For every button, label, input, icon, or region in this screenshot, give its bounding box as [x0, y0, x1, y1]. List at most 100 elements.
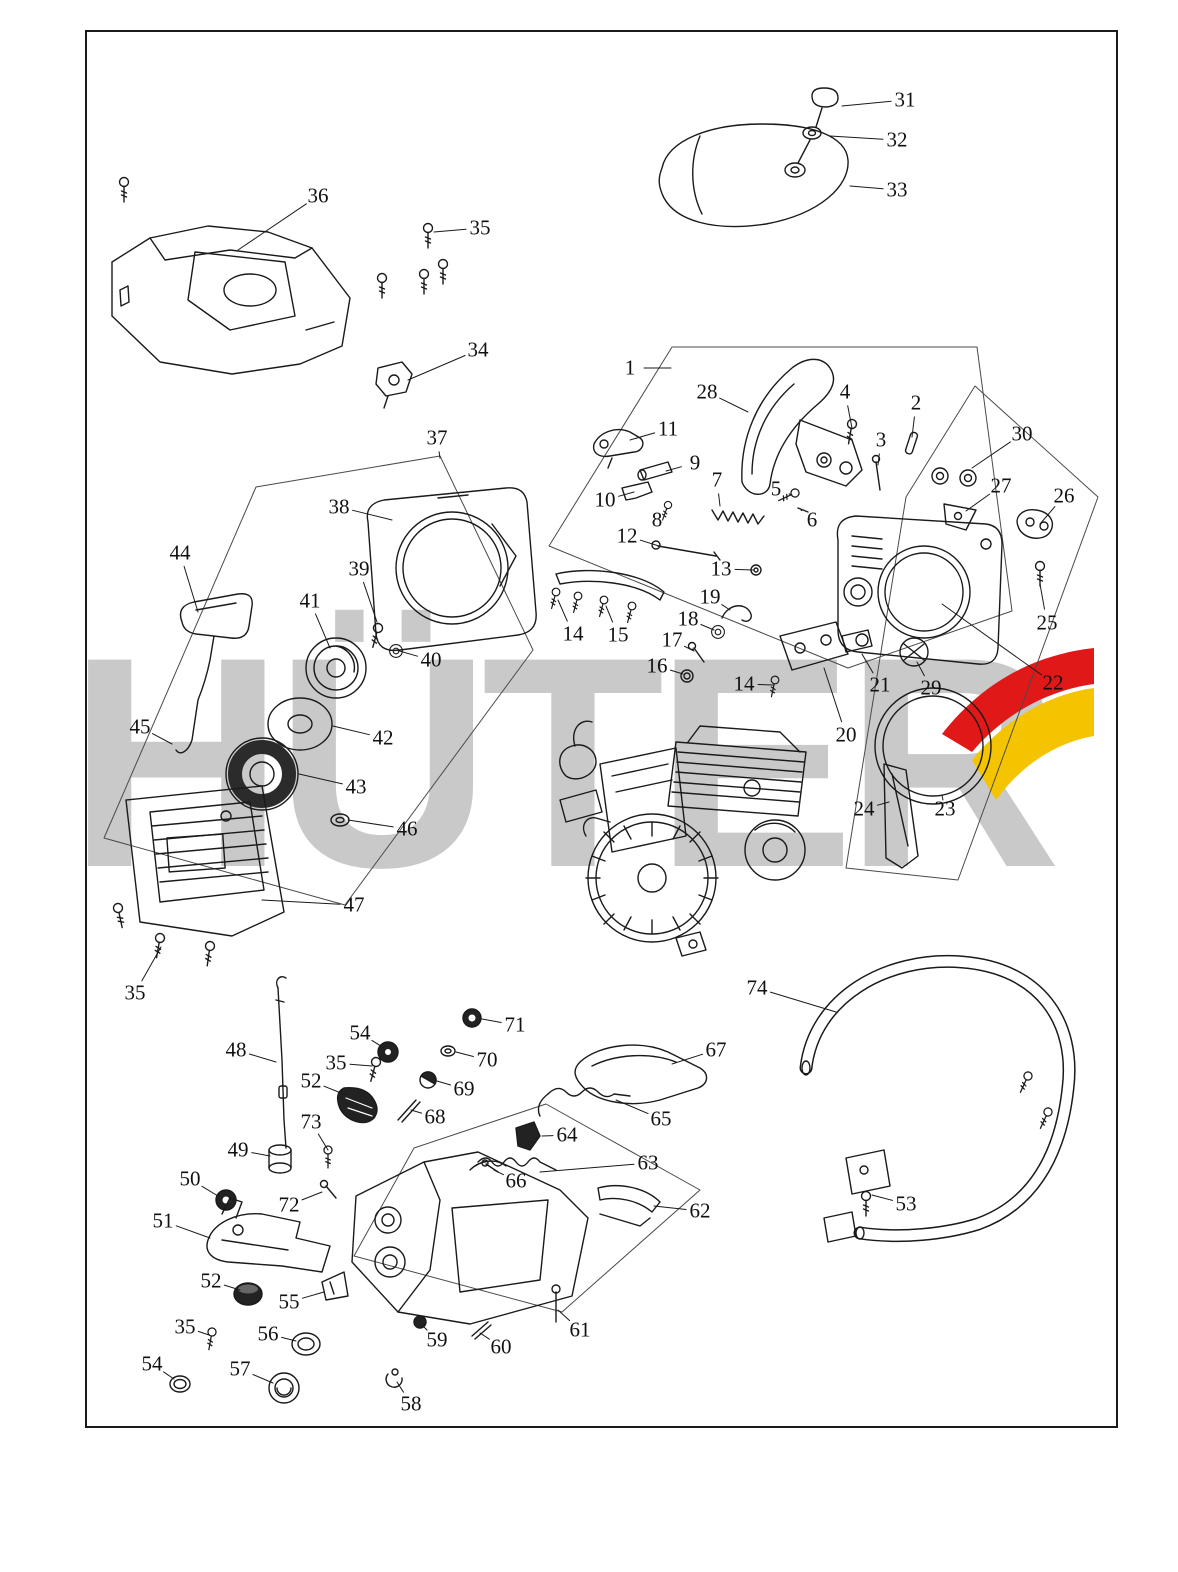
part-label-52: 52: [200, 1268, 222, 1293]
part-label-55: 55: [278, 1289, 300, 1314]
part-label-19: 19: [699, 584, 721, 609]
spring-63-drawing: [477, 1157, 557, 1171]
starter-cover-drawing: [125, 785, 285, 937]
part-label-16: 16: [646, 653, 668, 678]
part-label-23: 23: [934, 796, 956, 821]
part-label-29: 29: [920, 675, 942, 700]
filter-cover-67-drawing: [574, 1044, 708, 1105]
part-label-59: 59: [426, 1327, 448, 1352]
part-label-61: 61: [569, 1317, 591, 1342]
part-label-53: 53: [895, 1191, 917, 1216]
part-label-54: 54: [349, 1020, 371, 1045]
part-label-9: 9: [689, 450, 701, 475]
part-label-27: 27: [990, 473, 1012, 498]
part-label-63: 63: [637, 1150, 659, 1175]
part-label-57: 57: [229, 1356, 251, 1381]
washer-32-drawing: [797, 126, 822, 164]
engine-drawing: [559, 720, 807, 957]
part-label-34: 34: [467, 337, 489, 362]
screw-61-drawing: [551, 1284, 561, 1323]
part-label-7: 7: [711, 467, 723, 492]
part-label-64: 64: [556, 1122, 578, 1147]
choke-lever-drawing: [375, 361, 413, 409]
starter-pulley-drawing: [305, 637, 367, 699]
bracket-27-drawing: [943, 503, 977, 531]
part-label-71: 71: [504, 1012, 526, 1037]
pin-9-drawing: [637, 461, 673, 481]
part-label-35: 35: [174, 1314, 196, 1339]
part-label-72: 72: [278, 1192, 300, 1217]
part-label-47: 47: [343, 892, 365, 917]
handlebar-drawing: [799, 954, 1076, 1243]
pin-60-drawing: [471, 1321, 492, 1340]
pin-6-drawing: [797, 507, 809, 513]
clutch-drum-23-drawing: [874, 687, 992, 805]
pin-2-drawing: [904, 431, 919, 455]
tank-cap-drawing: [811, 87, 839, 128]
part-label-11: 11: [657, 416, 679, 441]
part-label-33: 33: [886, 177, 908, 202]
part-label-14: 14: [733, 671, 755, 696]
leader-lines: [141, 100, 1056, 1393]
clip-58-drawing: [385, 1368, 403, 1388]
fuel-tank-drawing: [351, 1151, 589, 1325]
part-label-1: 1: [624, 355, 636, 380]
part-label-6: 6: [806, 507, 818, 532]
part-label-32: 32: [886, 127, 908, 152]
part-label-26: 26: [1053, 483, 1075, 508]
washer-69-drawing: [419, 1071, 437, 1089]
part-label-50: 50: [179, 1166, 201, 1191]
plate-20-drawing: [779, 621, 849, 671]
part-label-25: 25: [1036, 610, 1058, 635]
part-label-20: 20: [835, 722, 857, 747]
bracket-10-drawing: [621, 481, 653, 501]
part-label-62: 62: [689, 1198, 711, 1223]
part-label-73: 73: [300, 1109, 322, 1134]
part-label-68: 68: [424, 1104, 446, 1129]
crankcase-cover-drawing: [836, 515, 1003, 665]
part-label-67: 67: [705, 1037, 727, 1062]
part-label-65: 65: [650, 1106, 672, 1131]
part-label-46: 46: [396, 816, 418, 841]
bolt-12-drawing: [651, 540, 721, 561]
side-cover-33-drawing: [658, 123, 849, 228]
pin-3-drawing: [871, 454, 881, 491]
buffer-52-drawing: [336, 1087, 378, 1124]
buffer-52b-drawing: [233, 1282, 263, 1306]
spring-7-drawing: [711, 509, 765, 525]
part-label-12: 12: [616, 523, 638, 548]
part-label-43: 43: [345, 774, 367, 799]
brake-lever-11-drawing: [592, 428, 644, 469]
rear-handle-drawing: [206, 1197, 331, 1273]
part-label-48: 48: [225, 1037, 247, 1062]
part-label-66: 66: [505, 1168, 527, 1193]
part-label-14: 14: [562, 621, 584, 646]
part-label-45: 45: [129, 714, 151, 739]
part-label-5: 5: [770, 476, 782, 501]
bracket-55-drawing: [321, 1271, 349, 1301]
pin-68-drawing: [397, 1099, 421, 1123]
bolt-72-drawing: [319, 1179, 337, 1199]
part-label-18: 18: [677, 606, 699, 631]
part-label-17: 17: [661, 627, 683, 652]
part-label-51: 51: [152, 1208, 174, 1233]
part-label-22: 22: [1042, 670, 1064, 695]
ring-54b-drawing: [169, 1375, 191, 1393]
part-label-35: 35: [124, 980, 146, 1005]
top-cover-drawing: [111, 225, 351, 375]
part-label-21: 21: [869, 672, 891, 697]
part-label-74: 74: [746, 975, 768, 1000]
part-label-52: 52: [300, 1068, 322, 1093]
brake-band-drawing: [555, 569, 665, 601]
part-label-15: 15: [607, 622, 629, 647]
part-label-35: 35: [325, 1050, 347, 1075]
starter-housing-drawing: [366, 487, 537, 652]
trigger-64-drawing: [515, 1121, 541, 1151]
part-label-54: 54: [141, 1351, 163, 1376]
clutch-29-drawing: [899, 637, 929, 667]
region-outlines: [103, 346, 1099, 1313]
throttle-wire-65-drawing: [537, 1087, 631, 1117]
brand-logo-swoosh: [942, 648, 1094, 800]
